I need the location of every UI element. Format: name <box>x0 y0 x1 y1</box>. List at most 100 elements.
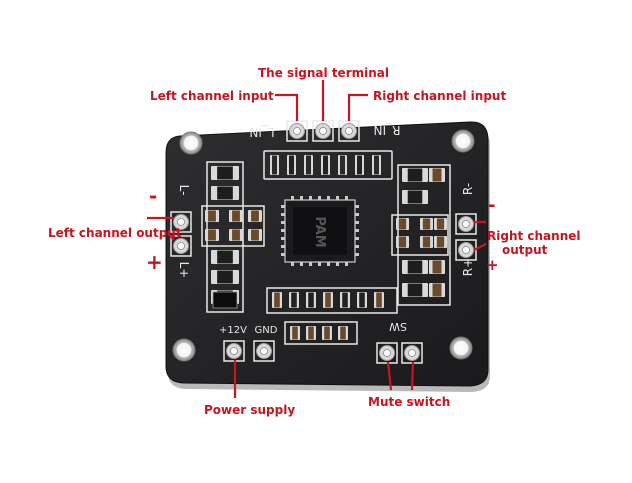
ic-pin <box>281 221 285 224</box>
callout-left-channel-input: Left channel input <box>150 89 274 103</box>
smd-body <box>356 155 363 175</box>
left-plus-sign: + <box>146 250 163 274</box>
ic-pin <box>300 262 303 266</box>
ic-pin <box>309 196 312 200</box>
ic-pin <box>355 213 359 216</box>
ic-pin <box>281 253 285 256</box>
ic-pin <box>355 245 359 248</box>
smd-body <box>324 326 330 340</box>
silk-12v: +12V <box>219 325 247 336</box>
callout-left-channel-output: Left channel output <box>48 226 182 240</box>
callout-signal-terminal: The signal terminal <box>258 66 389 80</box>
smd-body <box>359 292 365 308</box>
svg-text:PAM: PAM <box>312 216 327 247</box>
header-pads <box>170 120 477 364</box>
ic-pin <box>309 262 312 266</box>
pad-outline <box>376 342 398 364</box>
ic-pin <box>336 262 339 266</box>
callout-right-channel-output-line2: output <box>502 243 548 257</box>
silk-gnd: GND <box>255 325 278 336</box>
smd-body <box>432 260 442 274</box>
pad-hole <box>319 127 327 135</box>
ic-pin <box>355 229 359 232</box>
smd-body <box>217 270 233 284</box>
pad-hole <box>177 242 185 250</box>
smd-body <box>308 292 314 308</box>
ic-pin <box>355 237 359 240</box>
callout-right-channel-output-line1: Right channel <box>487 229 581 243</box>
ic-pin <box>281 213 285 216</box>
leader-line <box>410 361 415 391</box>
pad-hole <box>230 347 238 355</box>
smd-body <box>322 155 329 175</box>
ic-pins <box>281 196 359 266</box>
smd-body <box>376 292 382 308</box>
smd-body <box>342 292 348 308</box>
ic-pin <box>300 196 303 200</box>
ic-pin <box>336 196 339 200</box>
leader-line <box>347 93 368 121</box>
smd-body <box>217 250 233 264</box>
pad-hole <box>408 349 416 357</box>
smd-body <box>232 210 240 222</box>
right-minus-sign: - <box>488 195 496 216</box>
ic-pin <box>355 253 359 256</box>
smd-body <box>407 168 423 182</box>
silk-sw: SW <box>389 320 407 333</box>
smd-body <box>398 218 407 230</box>
leader-line <box>275 93 299 121</box>
smd-body <box>305 155 312 175</box>
ic-pin <box>327 196 330 200</box>
pad-outline <box>253 340 275 362</box>
smd-body <box>288 155 295 175</box>
smd-body <box>340 326 346 340</box>
silk-r-minus: R- <box>461 183 475 195</box>
ic-pin <box>355 205 359 208</box>
smd-body <box>407 190 423 204</box>
smd-body <box>422 218 431 230</box>
ic-pin <box>318 196 321 200</box>
ic-pin <box>318 262 321 266</box>
ic-pin <box>291 262 294 266</box>
smd-body <box>291 292 297 308</box>
smd-body <box>325 292 331 308</box>
ic-pin <box>281 237 285 240</box>
leader-line <box>473 243 487 251</box>
pad-outline <box>170 235 192 257</box>
annotation-leader-lines <box>147 80 487 398</box>
pad-hole <box>462 220 470 228</box>
pad-hole <box>177 218 185 226</box>
smd-body <box>208 229 216 241</box>
smd-body <box>251 229 259 241</box>
leader-line <box>386 361 393 391</box>
smd-body <box>432 168 442 182</box>
pad-hole <box>293 127 301 135</box>
smd-body <box>436 236 445 248</box>
pad-hole <box>462 246 470 254</box>
leader-line <box>167 232 175 241</box>
ic-pin <box>327 262 330 266</box>
smd-body <box>251 210 259 222</box>
ic-pin <box>355 221 359 224</box>
pad-hole <box>383 349 391 357</box>
smd-body <box>422 236 431 248</box>
silk-l-plus: L+ <box>177 262 191 279</box>
smd-body <box>432 283 442 297</box>
mounting-hole-top-right <box>451 129 475 153</box>
smd-body <box>208 210 216 222</box>
ic-pin <box>345 196 348 200</box>
mounting-hole-bottom-left <box>172 338 196 362</box>
smd-body <box>339 155 346 175</box>
mounting-hole-top-left <box>179 131 203 155</box>
silk-r-plus: R+ <box>461 258 475 276</box>
smd-body <box>271 155 278 175</box>
ic-pin <box>291 196 294 200</box>
silk-l-in: L_IN <box>249 125 274 139</box>
diode <box>212 291 238 309</box>
smd-components <box>205 155 447 340</box>
silk-r-in: R_IN <box>374 123 401 137</box>
pad-outline <box>455 213 477 235</box>
callout-right-channel-input: Right channel input <box>373 89 507 103</box>
